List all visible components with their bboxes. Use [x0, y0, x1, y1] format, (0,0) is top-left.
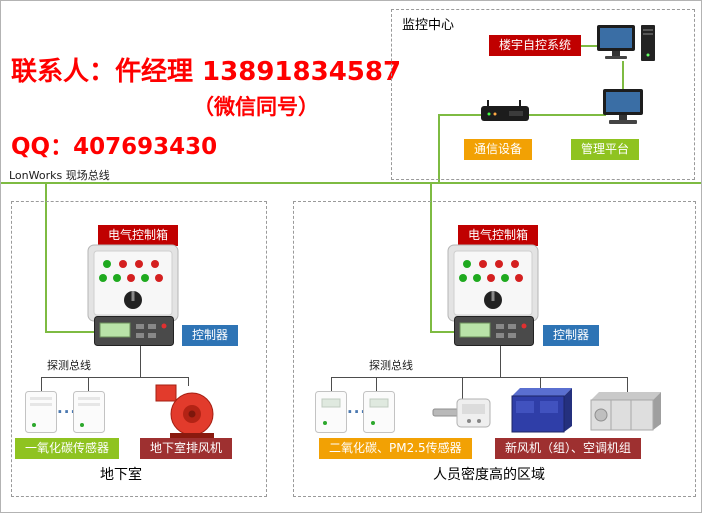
exhaust-fan-icon: [154, 382, 220, 438]
air-handling-unit-icon: [587, 390, 663, 432]
co-sensor-label: 一氧化碳传感器: [15, 438, 120, 459]
management-workstation-icon: [597, 87, 649, 127]
controller-label-left: 控制器: [182, 325, 239, 346]
comm-device-icon: [479, 98, 531, 124]
comm-equipment-label: 通信设备: [464, 139, 533, 160]
co-sensor-icon-2: [73, 391, 105, 433]
controller-label-right: 控制器: [543, 325, 600, 346]
fresh-air-unit-icon: [506, 386, 574, 434]
connector-line: [627, 377, 628, 392]
workstation-with-tower-icon: [595, 23, 657, 67]
detect-bus-label-left: 探测总线: [47, 359, 91, 372]
control-panel-image-right: [447, 244, 539, 322]
duct-sensor-icon: [431, 395, 493, 431]
connector-line: [88, 377, 89, 392]
monitoring-center-box: [391, 9, 695, 180]
connector-line: [45, 183, 47, 333]
connector-line: [41, 377, 42, 392]
co-sensor-icon-1: [25, 391, 57, 433]
connector-line: [41, 377, 189, 378]
control-panel-image-left: [87, 244, 179, 322]
controller-device-image-left: [94, 316, 174, 346]
connector-line: [579, 45, 597, 47]
co2-sensor-icon-2: [363, 391, 395, 433]
connector-line: [622, 61, 624, 93]
connector-line: [331, 377, 332, 392]
connector-line: [376, 377, 377, 392]
monitoring-center-title: 监控中心: [402, 18, 455, 33]
connector-line: [430, 183, 432, 333]
co2-sensor-icon-1: [315, 391, 347, 433]
management-platform-label: 管理平台: [571, 139, 640, 160]
contact-qq: QQ：407693430: [11, 134, 218, 160]
hvac-units-label: 新风机（组）、空调机组: [495, 438, 642, 459]
basement-box: [11, 201, 267, 497]
electrical-cabinet-label-left: 电气控制箱: [98, 225, 179, 246]
basement-title: 地下室: [100, 467, 142, 483]
exhaust-fan-label: 地下室排风机: [140, 438, 233, 459]
connector-line: [462, 377, 463, 399]
connector-line: [540, 377, 541, 389]
connector-line: [45, 331, 97, 333]
dense-area-title: 人员密度高的区域: [433, 467, 545, 483]
connector-line: [140, 346, 141, 378]
connector-line: [331, 377, 628, 378]
lonworks-bus-line: [1, 182, 701, 184]
lonworks-bus-label: LonWorks 现场总线: [9, 169, 110, 182]
electrical-cabinet-label-right: 电气控制箱: [458, 225, 539, 246]
building-automation-label: 楼宇自控系统: [489, 35, 582, 56]
contact-name-phone: 联系人：仵经理 13891834587: [11, 57, 402, 87]
contact-wechat-note: （微信同号）: [193, 95, 319, 119]
connector-line: [438, 114, 440, 183]
dense-area-box: [293, 201, 696, 497]
controller-device-image-right: [454, 316, 534, 346]
detect-bus-label-right: 探测总线: [369, 359, 413, 372]
connector-line: [430, 331, 456, 333]
co2-pm25-sensor-label: 二氧化碳、PM2.5传感器: [319, 438, 472, 459]
connector-line: [188, 377, 189, 386]
connector-line: [500, 346, 501, 378]
